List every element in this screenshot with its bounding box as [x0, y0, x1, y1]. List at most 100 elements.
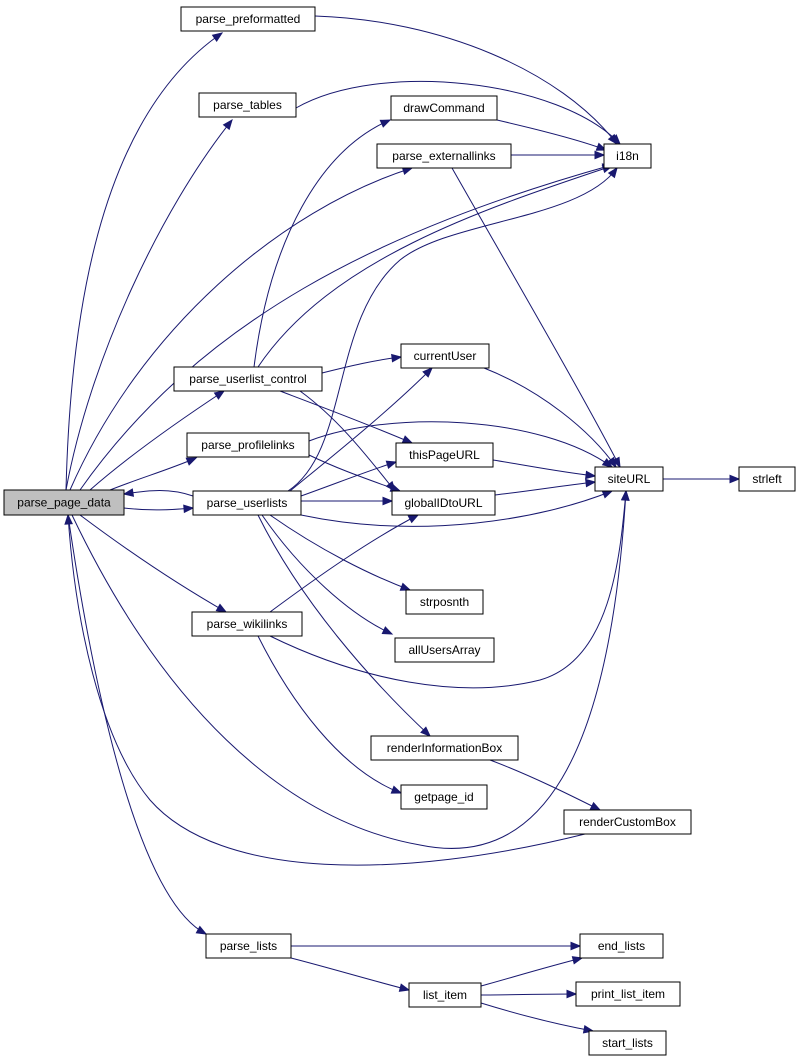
node-label: renderCustomBox	[579, 815, 676, 829]
node-list_item[interactable]: list_item	[408, 982, 482, 1008]
node-box	[186, 432, 310, 458]
node-box	[738, 466, 796, 492]
node-box	[579, 933, 664, 959]
node-globalIDtoURL[interactable]: globalIDtoURL	[391, 490, 496, 516]
edge-parse_page_data-to-parse_externallinks	[69, 167, 413, 491]
edge-parse_userlist_control-to-thisPageURL	[279, 390, 413, 444]
node-parse_preformatted[interactable]: parse_preformatted	[180, 6, 316, 32]
node-box	[594, 466, 664, 492]
arrowhead-parse_userlist_control-to-currentUser	[391, 353, 403, 363]
node-label: end_lists	[598, 939, 645, 953]
node-label: currentUser	[414, 349, 477, 363]
edge-parse_userlist_control-to-i18n	[257, 165, 613, 368]
edge-parse_userlists-to-renderInformationBox	[257, 514, 431, 737]
edge-list_item-to-start_lists	[480, 1002, 594, 1032]
node-start_lists[interactable]: start_lists	[588, 1030, 667, 1056]
node-i18n[interactable]: i18n	[603, 143, 652, 169]
edge-parse_wikilinks-to-globalIDtoURL	[269, 514, 419, 613]
node-label: renderInformationBox	[387, 741, 502, 755]
node-parse_userlists[interactable]: parse_userlists	[192, 490, 302, 516]
node-end_lists[interactable]: end_lists	[579, 933, 664, 959]
node-drawCommand[interactable]: drawCommand	[390, 95, 498, 121]
node-label: print_list_item	[591, 987, 665, 1001]
node-currentUser[interactable]: currentUser	[400, 343, 490, 369]
edge-parse_userlist_control-to-currentUser	[321, 356, 402, 374]
node-label: drawCommand	[403, 101, 484, 115]
node-label: thisPageURL	[409, 448, 480, 462]
node-label: parse_userlists	[207, 496, 288, 510]
node-box	[603, 143, 652, 169]
node-strleft[interactable]: strleft	[738, 466, 796, 492]
node-parse_externallinks[interactable]: parse_externallinks	[376, 143, 512, 169]
arrowhead-parse_page_data-to-parse_wikilinks	[215, 603, 228, 613]
arrowhead-parse_externallinks-to-i18n	[594, 150, 606, 160]
edge-parse_profilelinks-to-siteURL	[308, 421, 613, 468]
node-box	[3, 489, 125, 516]
edge-parse_userlists-to-parse_page_data	[123, 490, 194, 497]
node-label: allUsersArray	[408, 643, 480, 657]
node-box	[191, 611, 303, 637]
edge-globalIDtoURL-to-siteURL	[494, 481, 596, 496]
node-parse_page_data[interactable]: parse_page_data	[3, 489, 125, 516]
edge-parse_tables-to-i18n	[295, 81, 621, 145]
node-box	[394, 637, 495, 663]
node-label: parse_userlist_control	[189, 372, 306, 386]
edge-parse_page_data-to-parse_tables	[65, 119, 233, 491]
node-parse_wikilinks[interactable]: parse_wikilinks	[191, 611, 303, 637]
arrowhead-parse_page_data-to-parse_userlists	[183, 504, 195, 514]
node-renderCustomBox[interactable]: renderCustomBox	[563, 809, 692, 835]
node-parse_profilelinks[interactable]: parse_profilelinks	[186, 432, 310, 458]
node-siteURL[interactable]: siteURL	[594, 466, 664, 492]
edge-parse_page_data-to-parse_lists	[67, 514, 207, 935]
edge-currentUser-to-siteURL	[483, 367, 617, 468]
arrowhead-parse_userlists-to-siteURL	[601, 490, 614, 499]
node-box	[205, 933, 292, 959]
arrowhead-renderInformationBox-to-renderCustomBox	[589, 801, 602, 811]
node-print_list_item[interactable]: print_list_item	[575, 981, 681, 1007]
node-parse_tables[interactable]: parse_tables	[198, 92, 297, 118]
node-box	[390, 95, 498, 121]
node-label: parse_externallinks	[392, 149, 495, 163]
arrowhead-parse_wikilinks-to-globalIDtoURL	[407, 514, 420, 524]
node-label: strposnth	[420, 595, 469, 609]
edge-parse_page_data-to-siteURL	[71, 490, 627, 849]
node-parse_lists[interactable]: parse_lists	[205, 933, 292, 959]
node-label: list_item	[423, 988, 467, 1002]
node-renderInformationBox[interactable]: renderInformationBox	[370, 735, 519, 761]
node-parse_userlist_control[interactable]: parse_userlist_control	[173, 366, 323, 392]
edge-parse_userlists-to-allUsersArray	[261, 514, 393, 635]
edge-parse_page_data-to-i18n	[79, 164, 613, 491]
arrowhead-parse_userlists-to-thisPageURL	[385, 460, 398, 469]
edge-parse_page_data-to-parse_preformatted	[65, 32, 223, 491]
node-label: getpage_id	[414, 790, 473, 804]
node-label: siteURL	[608, 472, 651, 486]
edge-parse_page_data-to-parse_userlist_control	[89, 390, 225, 491]
edge-parse_preformatted-to-i18n	[314, 15, 618, 145]
arrowhead-parse_userlists-to-currentUser	[422, 367, 433, 378]
node-box	[391, 490, 496, 516]
node-box	[198, 92, 297, 118]
node-box	[180, 6, 316, 32]
node-label: parse_wikilinks	[207, 617, 288, 631]
arrowhead-parse_page_data-to-parse_preformatted	[211, 32, 224, 42]
node-box	[173, 366, 323, 392]
edge-parse_userlists-to-siteURL	[300, 490, 613, 527]
arrowhead-renderCustomBox-to-parse_page_data	[64, 513, 73, 525]
edge-list_item-to-print_list_item	[480, 993, 577, 996]
arrowhead-parse_page_data-to-parse_tables	[222, 118, 233, 131]
node-label: start_lists	[602, 1036, 653, 1050]
edge-parse_userlist_control-to-globalIDtoURL	[299, 390, 396, 492]
arrowhead-parse_lists-to-end_lists	[570, 941, 582, 951]
edge-renderInformationBox-to-renderCustomBox	[489, 759, 601, 811]
node-thisPageURL[interactable]: thisPageURL	[395, 442, 494, 468]
edge-parse_page_data-to-parse_userlists	[123, 507, 194, 511]
node-allUsersArray[interactable]: allUsersArray	[394, 637, 495, 663]
node-box	[405, 589, 484, 615]
node-label: globalIDtoURL	[404, 496, 482, 510]
edge-drawCommand-to-i18n	[496, 119, 607, 151]
node-label: parse_tables	[213, 98, 282, 112]
node-getpage_id[interactable]: getpage_id	[400, 784, 488, 810]
node-box	[192, 490, 302, 516]
edge-parse_profilelinks-to-globalIDtoURL	[308, 454, 401, 492]
node-strposnth[interactable]: strposnth	[405, 589, 484, 615]
